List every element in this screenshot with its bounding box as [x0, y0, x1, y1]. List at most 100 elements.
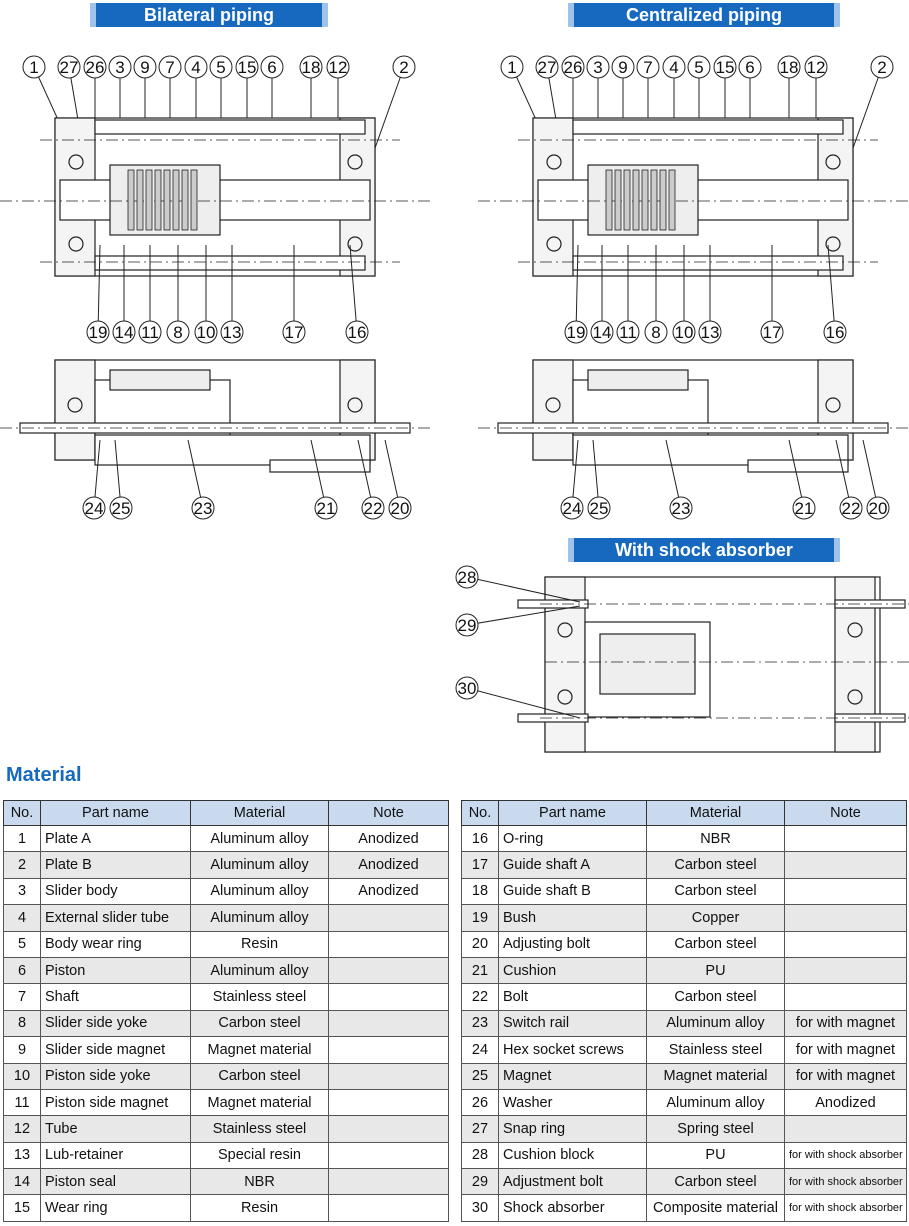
part-note: [784, 930, 907, 958]
callout-7: 7: [643, 58, 652, 77]
part-material: Carbon steel: [646, 851, 785, 879]
part-name: Hex socket screws: [498, 1036, 647, 1064]
part-name: Adjustment bolt: [498, 1168, 647, 1196]
part-number: 15: [3, 1194, 41, 1222]
part-material: Aluminum alloy: [646, 1009, 785, 1038]
callout-7: 7: [165, 58, 174, 77]
part-number: 23: [461, 1009, 499, 1038]
callout-22: 22: [842, 499, 861, 518]
callout-5: 5: [216, 58, 225, 77]
part-material: Carbon steel: [646, 877, 785, 906]
callout-6: 6: [267, 58, 276, 77]
callout-15: 15: [238, 58, 257, 77]
part-note: for with magnet: [784, 1036, 907, 1064]
part-number: 21: [461, 956, 499, 985]
part-name: Washer: [498, 1088, 647, 1117]
part-name: Body wear ring: [40, 930, 191, 958]
bilateral-piping-banner: Bilateral piping: [90, 3, 328, 27]
callout-18: 18: [302, 58, 321, 77]
part-note: [784, 824, 907, 853]
callout-25: 25: [590, 499, 609, 518]
callout-24: 24: [563, 499, 582, 518]
part-note: [328, 1141, 449, 1170]
part-note: [784, 877, 907, 906]
part-note: for with shock absorber: [784, 1194, 907, 1222]
material-title: Material: [6, 764, 82, 786]
callout-3: 3: [593, 58, 602, 77]
callout-4: 4: [669, 58, 678, 77]
callout-10: 10: [197, 323, 216, 342]
part-note: for with shock absorber: [784, 1168, 907, 1196]
part-name: Cushion: [498, 956, 647, 985]
part-name: Bush: [498, 904, 647, 932]
part-name: Lub-retainer: [40, 1141, 191, 1170]
part-material: Carbon steel: [190, 1009, 329, 1038]
part-number: 8: [3, 1009, 41, 1038]
part-number: 25: [461, 1062, 499, 1090]
part-name: Tube: [40, 1115, 191, 1143]
part-material: Stainless steel: [646, 1036, 785, 1064]
part-material: Resin: [190, 1194, 329, 1222]
part-name: Guide shaft A: [498, 851, 647, 879]
part-note: Anodized: [328, 877, 449, 906]
part-material: Aluminum alloy: [190, 824, 329, 853]
part-material: Aluminum alloy: [646, 1088, 785, 1117]
part-material: Aluminum alloy: [190, 877, 329, 906]
part-number: 20: [461, 930, 499, 958]
part-number: 1: [3, 824, 41, 853]
part-name: Adjusting bolt: [498, 930, 647, 958]
part-number: 3: [3, 877, 41, 906]
part-number: 12: [3, 1115, 41, 1143]
part-note: [328, 1115, 449, 1143]
callout-3: 3: [115, 58, 124, 77]
col-note: Note: [784, 800, 907, 826]
callout-10: 10: [675, 323, 694, 342]
callout-12: 12: [807, 58, 826, 77]
part-note: [328, 930, 449, 958]
magnet-stack: [127, 169, 198, 231]
callout-27: 27: [60, 58, 79, 77]
part-material: Special resin: [190, 1141, 329, 1170]
col-material: Material: [646, 800, 785, 826]
callout-5: 5: [694, 58, 703, 77]
part-material: Carbon steel: [190, 1062, 329, 1090]
part-name: Piston side yoke: [40, 1062, 191, 1090]
centralized-piping-banner: Centralized piping: [568, 3, 840, 27]
part-material: Aluminum alloy: [190, 956, 329, 985]
part-material: NBR: [190, 1168, 329, 1196]
part-note: [784, 851, 907, 879]
part-number: 11: [3, 1088, 41, 1117]
part-note: for with magnet: [784, 1009, 907, 1038]
part-note: [784, 956, 907, 985]
callout-23: 23: [194, 499, 213, 518]
part-material: Carbon steel: [646, 983, 785, 1011]
callout-24: 24: [85, 499, 104, 518]
callout-29: 29: [458, 616, 477, 635]
callout-6: 6: [745, 58, 754, 77]
col-material: Material: [190, 800, 329, 826]
callout-18: 18: [780, 58, 799, 77]
part-material: Aluminum alloy: [190, 904, 329, 932]
callout-21: 21: [795, 499, 814, 518]
part-note: [328, 1194, 449, 1222]
